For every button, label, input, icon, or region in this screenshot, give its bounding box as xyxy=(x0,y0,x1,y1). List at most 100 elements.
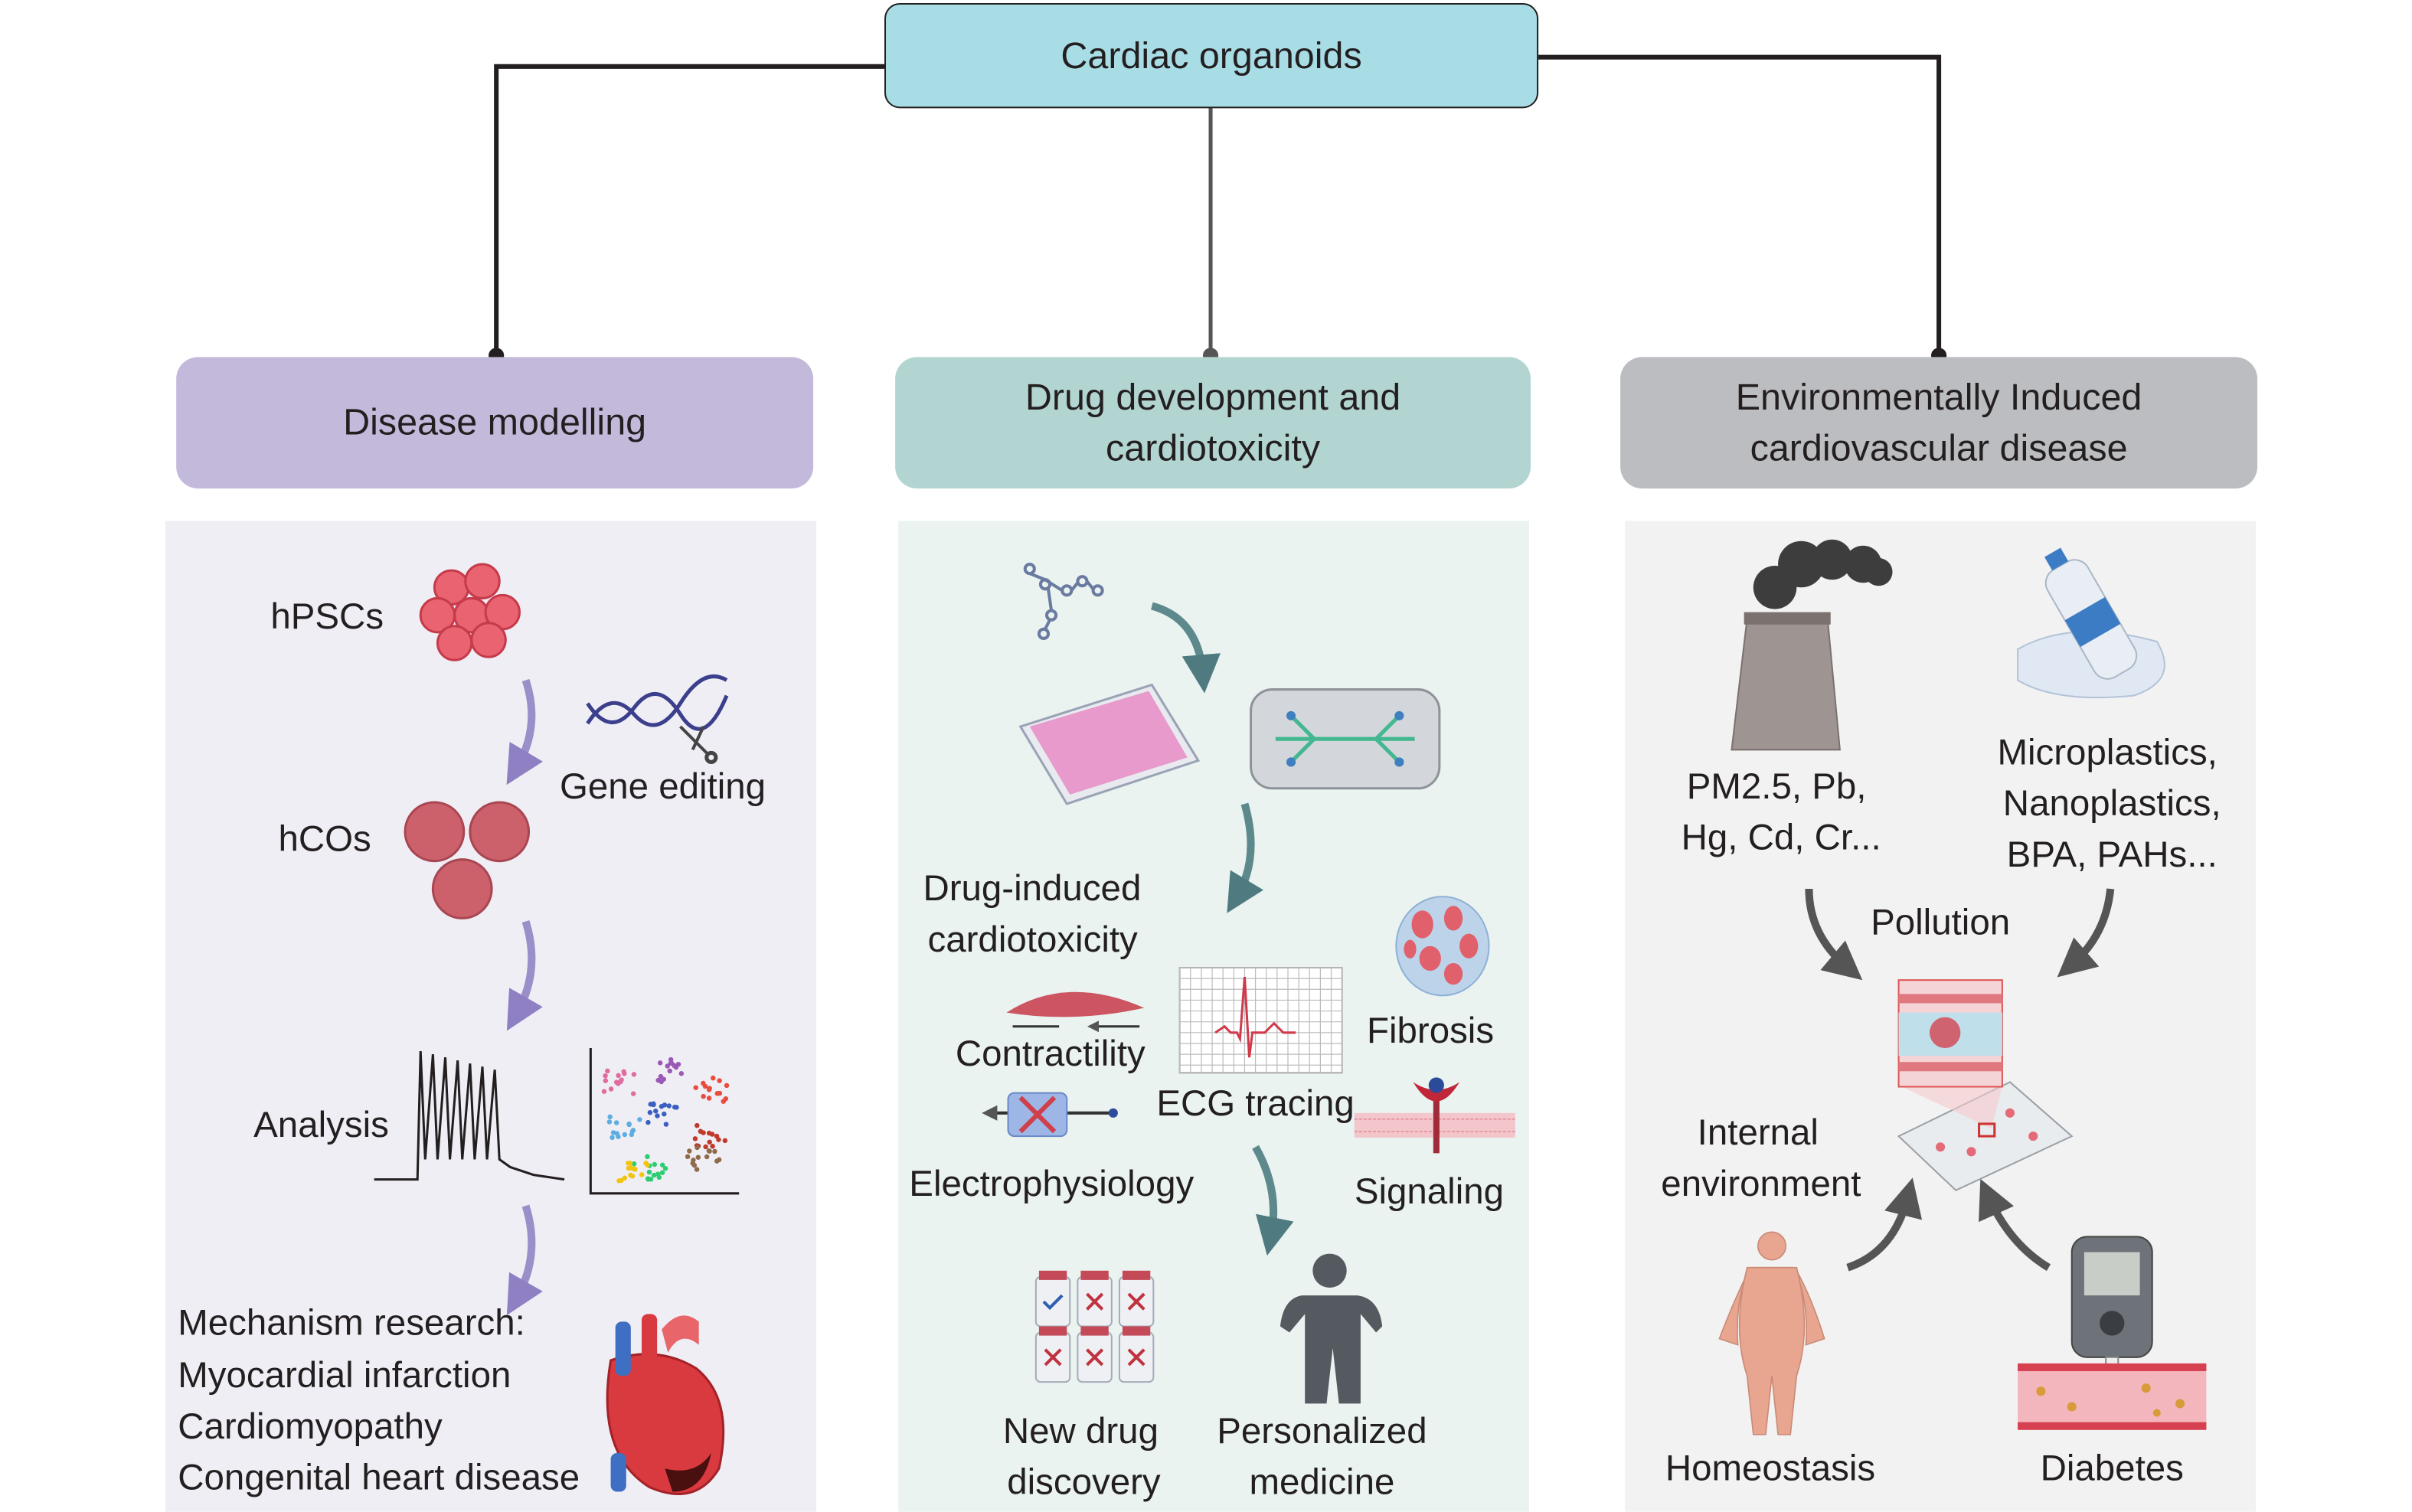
header-drug-development: Drug development and cardiotoxicity xyxy=(895,357,1531,489)
tsne-dot xyxy=(666,1103,672,1109)
tsne-dot xyxy=(673,1064,679,1070)
tsne-dot xyxy=(667,1068,672,1074)
molecule-icon xyxy=(1023,562,1104,640)
tsne-dot xyxy=(659,1104,665,1109)
header-environmental-disease: Environmentally Induced cardiovascular d… xyxy=(1620,357,2258,489)
teal-arrows xyxy=(1150,602,1294,1256)
arrow-icon xyxy=(1805,888,1863,981)
x-icon xyxy=(1127,1348,1146,1367)
tsne-dot xyxy=(691,1162,698,1168)
tsne-dot xyxy=(662,1166,668,1171)
tsne-dot xyxy=(711,1075,716,1081)
vial-icon xyxy=(1034,1275,1071,1327)
tsne-dot xyxy=(618,1079,623,1085)
tsne-dot xyxy=(707,1139,712,1145)
tsne-dot xyxy=(601,1089,607,1094)
tsne-dot xyxy=(647,1109,653,1115)
tsne-dot xyxy=(629,1174,636,1179)
tsne-dot xyxy=(606,1119,613,1125)
header-title-line: Drug development and xyxy=(1025,376,1401,419)
tsne-dot xyxy=(655,1077,661,1083)
tsne-dot xyxy=(698,1128,704,1135)
tsne-dot xyxy=(608,1086,614,1092)
label-hcos: hCOs xyxy=(278,818,371,859)
x-icon xyxy=(1086,1348,1104,1367)
hco-organoids-icon xyxy=(404,801,531,919)
label-electrophysiology: Electrophysiology xyxy=(909,1163,1195,1203)
root-node-cardiac-organoids: Cardiac organoids xyxy=(884,3,1539,109)
tsne-dot xyxy=(645,1154,650,1160)
tsne-dot xyxy=(631,1161,637,1167)
label-fibrosis: Fibrosis xyxy=(1366,1010,1495,1051)
label-pollution: Pollution xyxy=(1871,902,2011,942)
tsne-dot xyxy=(692,1136,698,1141)
tsne-dot xyxy=(632,1167,638,1172)
tsne-dot xyxy=(613,1079,619,1085)
x-icon xyxy=(1127,1292,1146,1311)
tsne-dot xyxy=(655,1171,661,1177)
label-analysis: Analysis xyxy=(253,1104,389,1145)
action-potential-icon xyxy=(374,1050,565,1181)
label-ecg-tracing: ECG tracing xyxy=(1156,1083,1355,1123)
tsne-dot xyxy=(630,1091,636,1096)
tsne-dot xyxy=(707,1086,712,1091)
heart-icon xyxy=(606,1314,725,1495)
tsne-dot xyxy=(627,1161,633,1166)
tsne-dot xyxy=(722,1138,728,1144)
hpsc-cluster-icon xyxy=(419,563,521,661)
label-new-drug: discovery xyxy=(1007,1461,1161,1502)
label-metals: PM2.5, Pb, xyxy=(1686,766,1867,807)
check-icon xyxy=(1042,1294,1064,1311)
muscle-contractility-icon xyxy=(1006,991,1145,1027)
tsne-dot xyxy=(693,1085,698,1090)
label-contractility: Contractility xyxy=(955,1033,1146,1074)
tsne-dot xyxy=(603,1078,609,1083)
glucometer-icon xyxy=(2070,1236,2153,1377)
blood-vessel-icon xyxy=(2018,1363,2207,1430)
organ-chip-icon xyxy=(1250,688,1441,790)
label-internal-environment: Internal xyxy=(1697,1112,1819,1153)
tsne-dot xyxy=(663,1122,669,1127)
person-icon xyxy=(1280,1253,1383,1404)
vial-cap xyxy=(1122,1270,1151,1280)
tsne-dot xyxy=(694,1167,700,1172)
label-mechanism-title: Mechanism research: xyxy=(178,1302,525,1343)
label-gene-editing: Gene editing xyxy=(559,766,766,807)
tsne-dot xyxy=(709,1132,715,1137)
tsne-dot xyxy=(714,1158,720,1164)
tsne-dot xyxy=(710,1144,715,1149)
label-hpscs: hPSCs xyxy=(270,596,384,636)
tsne-dot xyxy=(610,1135,615,1141)
label-mechanism-item: Congenital heart disease xyxy=(178,1457,580,1497)
arrow-icon xyxy=(1979,1178,2051,1272)
tsne-dot xyxy=(685,1154,691,1160)
tsne-dot xyxy=(622,1175,628,1181)
tsne-dot xyxy=(695,1145,700,1151)
tsne-dot xyxy=(661,1076,666,1082)
label-new-drug: New drug xyxy=(1002,1410,1159,1452)
arrow-icon xyxy=(506,1204,543,1316)
arrow-icon xyxy=(506,678,543,785)
disease-panel xyxy=(165,521,817,1512)
arrow-icon xyxy=(506,919,543,1031)
label-plastics: Nanoplastics, xyxy=(2002,782,2221,824)
tsne-dot xyxy=(704,1154,710,1160)
tsne-dot xyxy=(659,1170,665,1175)
arrow-icon xyxy=(1227,802,1263,913)
tsne-dot xyxy=(626,1165,632,1171)
vial-cap xyxy=(1080,1326,1109,1336)
tsne-dot xyxy=(646,1169,652,1175)
tsne-dot xyxy=(659,1162,665,1168)
tsne-dot xyxy=(645,1177,651,1182)
vial-cap xyxy=(1038,1270,1067,1280)
tsne-dot xyxy=(714,1133,720,1139)
arrow-icon xyxy=(1150,602,1221,694)
fibrosis-icon xyxy=(1395,896,1490,997)
tsne-dot xyxy=(629,1132,635,1138)
tsne-dot xyxy=(622,1071,627,1076)
tsne-dot xyxy=(717,1078,722,1083)
well-plate-icon xyxy=(1018,683,1201,805)
tsne-dot xyxy=(695,1154,701,1160)
